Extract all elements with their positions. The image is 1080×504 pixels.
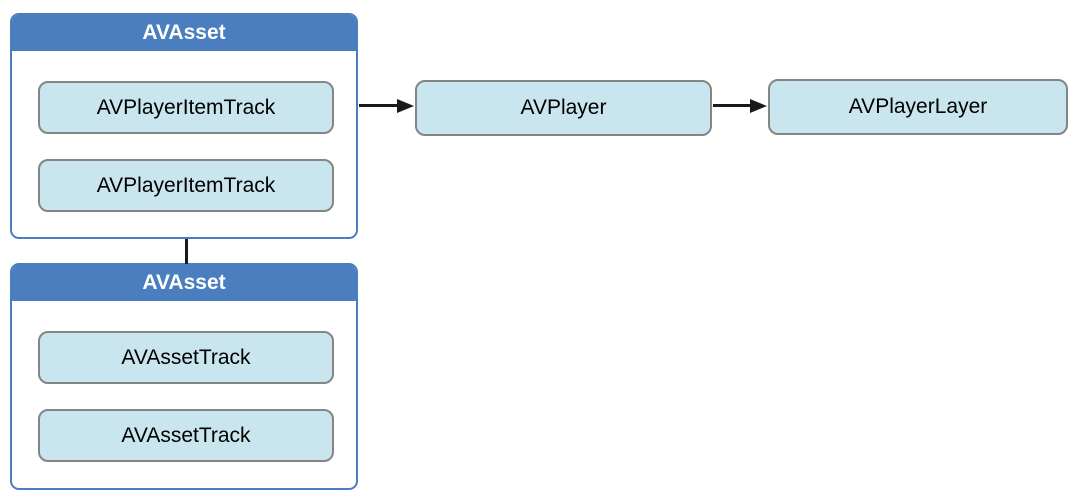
node-avassettrack-1-label: AVAssetTrack — [121, 345, 251, 369]
node-avplayeritemtrack-1: AVPlayerItemTrack — [38, 81, 334, 134]
node-avassettrack-1: AVAssetTrack — [38, 331, 334, 384]
connector-asset-to-asset-line — [185, 239, 188, 264]
node-avplayerlayer: AVPlayerLayer — [768, 79, 1068, 135]
container-avasset-bottom-title: AVAsset — [142, 271, 226, 294]
arrow-player-to-playerlayer-line — [713, 104, 752, 107]
container-avasset-top-header: AVAsset — [12, 15, 356, 51]
container-avasset-top-title: AVAsset — [142, 21, 226, 44]
node-avplayer-label: AVPlayer — [520, 96, 607, 119]
arrow-asset-to-player-line — [359, 104, 399, 107]
container-avasset-top: AVAsset AVPlayerItemTrack AVPlayerItemTr… — [10, 13, 358, 239]
node-avplayeritemtrack-2-label: AVPlayerItemTrack — [96, 173, 276, 197]
arrow-player-to-playerlayer-head-icon — [750, 99, 767, 113]
node-avplayer: AVPlayer — [415, 80, 712, 136]
node-avassettrack-2-label: AVAssetTrack — [121, 423, 251, 447]
node-avplayeritemtrack-2: AVPlayerItemTrack — [38, 159, 334, 212]
node-avplayeritemtrack-1-label: AVPlayerItemTrack — [96, 95, 276, 119]
arrow-asset-to-player-head-icon — [397, 99, 414, 113]
node-avassettrack-2: AVAssetTrack — [38, 409, 334, 462]
node-avplayerlayer-label: AVPlayerLayer — [848, 95, 988, 118]
container-avasset-bottom-header: AVAsset — [12, 265, 356, 301]
container-avasset-bottom: AVAsset AVAssetTrack AVAssetTrack — [10, 263, 358, 490]
